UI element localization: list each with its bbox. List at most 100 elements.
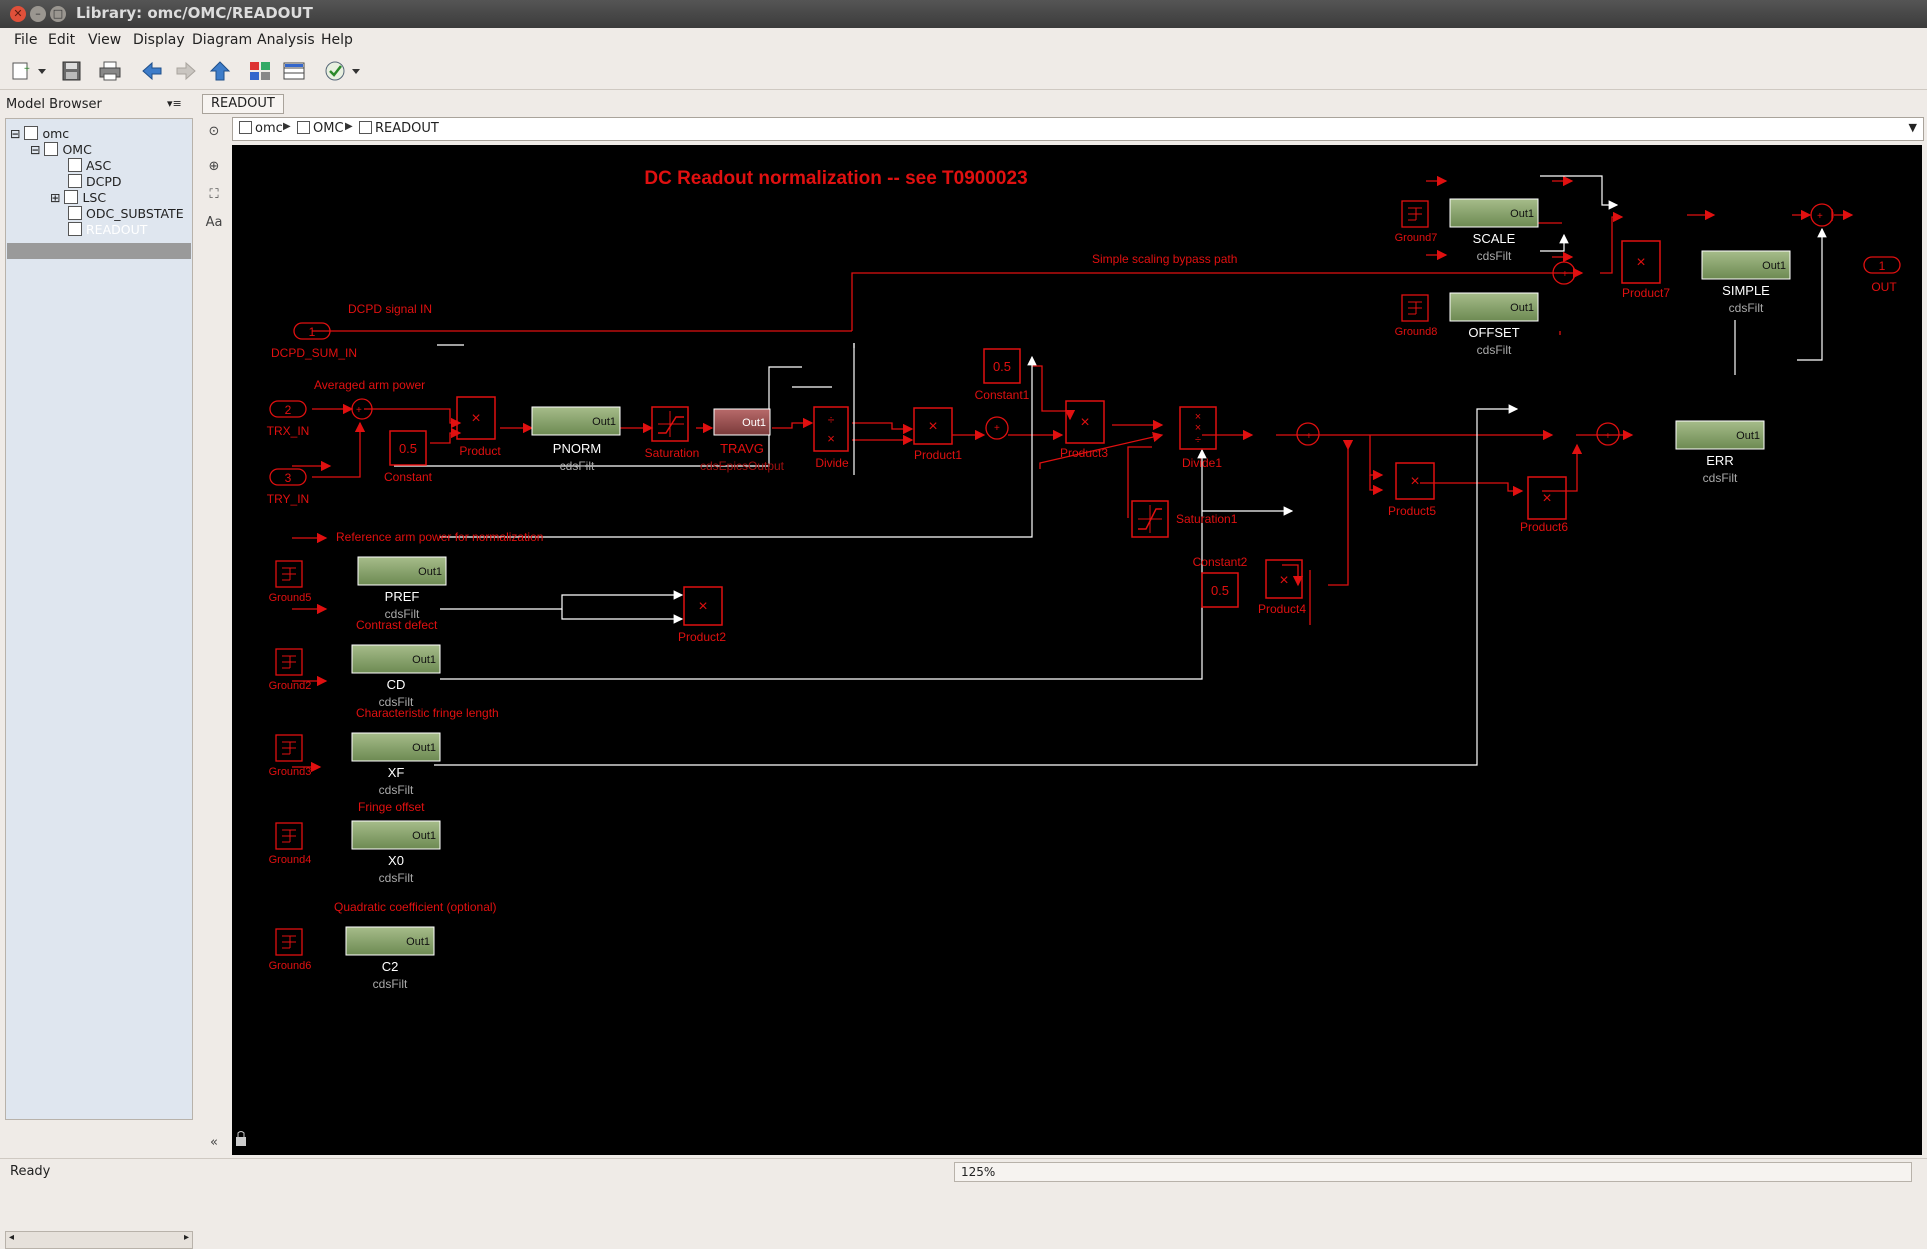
menu-analysis[interactable]: Analysis — [257, 32, 315, 48]
block-label: Product1 — [914, 448, 962, 462]
filter-name: XF — [388, 765, 405, 780]
tree-item-DCPD[interactable]: DCPD — [68, 174, 122, 189]
library-browser-icon[interactable] — [248, 60, 272, 82]
annotation-icon[interactable]: Aa — [205, 215, 223, 230]
ground3-block[interactable]: Ground3 — [269, 734, 312, 778]
tree-item-ODC_SUBSTATE[interactable]: ODC_SUBSTATE — [68, 206, 184, 221]
diagram-palette: ⊙ ⊕ ⛶ Aa « — [196, 115, 232, 1155]
hide-browser-icon[interactable]: ⊙ — [208, 124, 220, 139]
menu-help[interactable]: Help — [321, 32, 353, 48]
model-tree[interactable]: ⊟ omc ⊟ OMC ASC DCPD ⊞ LSC ODC_SUBSTATE … — [5, 118, 193, 1120]
diagram-canvas[interactable]: DC Readout normalization -- see T0900023 — [232, 145, 1922, 1155]
breadcrumb-omc[interactable]: omc — [239, 121, 283, 136]
product3-block[interactable]: ×Product3 — [1060, 400, 1108, 460]
saturation-block[interactable]: Saturation — [645, 406, 700, 460]
new-dropdown-icon[interactable] — [36, 60, 48, 82]
menu-edit[interactable]: Edit — [48, 32, 76, 48]
scroll-right-icon[interactable]: ▸ — [183, 1232, 189, 1243]
filter-type: cdsFilt — [379, 695, 414, 709]
tree-item-READOUT[interactable]: READOUT — [68, 222, 147, 237]
collapse-icon[interactable]: « — [210, 1135, 218, 1150]
filter-port: Out1 — [406, 936, 430, 948]
saturation1-block[interactable]: Saturation1 — [1131, 500, 1238, 538]
menu-file[interactable]: File — [14, 32, 38, 48]
fit-view-icon[interactable]: ⛶ — [209, 187, 219, 202]
product-block[interactable]: ×Product — [456, 396, 501, 458]
ground5-block[interactable]: Ground5 — [269, 560, 312, 604]
model-explorer-icon[interactable] — [282, 60, 306, 82]
menu-display[interactable]: Display — [133, 32, 185, 48]
product6-block[interactable]: ×Product6 — [1520, 476, 1568, 534]
filter-type: cdsFilt — [379, 871, 414, 885]
product2-block[interactable]: ×Product2 — [678, 586, 726, 644]
model-browser-title: Model Browser — [6, 97, 102, 112]
annotation-contrast: Contrast defect — [356, 618, 438, 632]
check-dropdown-icon[interactable] — [350, 60, 362, 82]
tree-item-omc[interactable]: ⊟ omc — [10, 126, 70, 141]
tree-item-ASC[interactable]: ASC — [68, 158, 111, 173]
product1-block[interactable]: ×Product1 — [913, 407, 962, 462]
back-icon[interactable] — [140, 60, 164, 82]
tree-item-OMC[interactable]: ⊟ OMC — [30, 142, 92, 157]
subsystem-icon — [359, 121, 372, 134]
window-title: Library: omc/OMC/READOUT — [76, 4, 313, 22]
scroll-left-icon[interactable]: ◂ — [9, 1232, 15, 1243]
product7-block[interactable]: ×Product7 — [1621, 240, 1670, 300]
divide-block[interactable]: ÷×Divide — [813, 406, 849, 470]
filter-port: Out1 — [1736, 430, 1760, 442]
product4-block[interactable]: ×Product4 — [1258, 559, 1306, 616]
ground2-block[interactable]: Ground2 — [269, 648, 312, 692]
maximize-icon[interactable]: □ — [50, 6, 66, 22]
breadcrumb-dropdown-icon[interactable]: ▼ — [1908, 121, 1917, 134]
ground8-block[interactable]: Ground8 — [1395, 294, 1438, 338]
divide1-block[interactable]: ××÷Divide1 — [1179, 406, 1222, 470]
new-model-icon[interactable]: + — [10, 60, 34, 82]
inport-TRX_IN[interactable]: 2 TRX_IN — [267, 400, 310, 438]
check-icon[interactable] — [324, 60, 348, 82]
minimize-icon[interactable]: – — [30, 6, 46, 22]
subsystem-icon — [297, 121, 310, 134]
diagram-title: DC Readout normalization -- see T0900023 — [644, 168, 1027, 189]
zoom-in-icon[interactable]: ⊕ — [208, 159, 220, 174]
up-icon[interactable] — [208, 60, 232, 82]
inport-DCPD_SUM_IN[interactable]: 1 DCPD_SUM_IN — [271, 322, 357, 360]
ground6-block[interactable]: Ground6 — [269, 928, 312, 972]
svg-text:+: + — [1605, 431, 1611, 442]
tree-item-LSC[interactable]: ⊞ LSC — [50, 190, 107, 205]
sum-signs: +++ +++ — [356, 211, 1823, 442]
menu-view[interactable]: View — [88, 32, 122, 48]
ground7-block[interactable]: Ground7 — [1395, 200, 1438, 244]
annotation-quad: Quadratic coefficient (optional) — [334, 900, 497, 914]
block-label: Constant — [384, 470, 433, 484]
block-diagram[interactable]: DC Readout normalization -- see T0900023 — [232, 145, 1922, 1155]
outport-OUT[interactable]: 1 OUT — [1863, 256, 1901, 294]
save-icon[interactable] — [60, 60, 84, 82]
ground4-block[interactable]: Ground4 — [269, 822, 312, 866]
print-icon[interactable] — [98, 60, 122, 82]
browser-menu-icon[interactable]: ▾≡ — [167, 97, 182, 110]
product5-block[interactable]: ×Product5 — [1388, 462, 1436, 518]
tab-readout[interactable]: READOUT — [202, 94, 284, 114]
menu-diagram[interactable]: Diagram — [192, 32, 253, 48]
breadcrumb-OMC[interactable]: OMC — [297, 121, 344, 136]
tree-horizontal-scrollbar[interactable]: ◂ ▸ — [5, 1231, 193, 1249]
close-icon[interactable]: ✕ — [10, 6, 26, 22]
signal-wires — [292, 175, 1854, 773]
inport-TRY_IN[interactable]: 3 TRY_IN — [267, 468, 309, 506]
breadcrumb-READOUT[interactable]: READOUT — [359, 121, 439, 136]
forward-icon[interactable] — [174, 60, 198, 82]
